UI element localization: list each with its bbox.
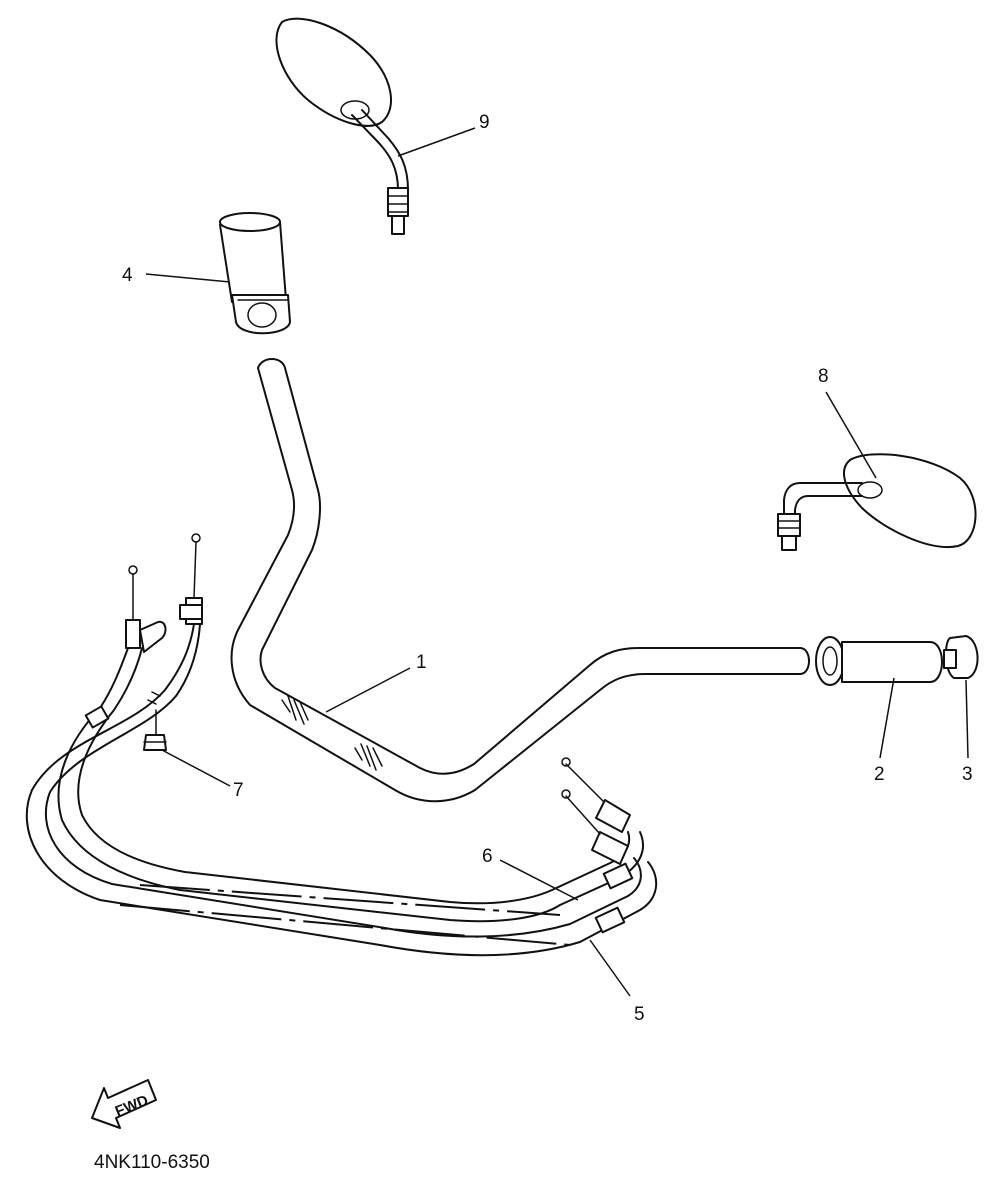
throttle-cable-part-5[interactable]	[25, 604, 658, 957]
mirror-left-part-9[interactable]	[275, 17, 409, 235]
callout-4: 4	[122, 265, 133, 286]
mirror-right-part-8[interactable]	[777, 453, 977, 551]
grip-end-part-3[interactable]	[943, 635, 979, 679]
drawing-code: 4NK110-6350	[94, 1152, 210, 1173]
leader-lines	[145, 127, 969, 997]
cable-ends-left	[125, 533, 203, 653]
grip-right-part-2[interactable]	[815, 636, 943, 686]
fwd-arrow-icon: FWD	[91, 1079, 157, 1129]
callout-5: 5	[634, 1004, 645, 1025]
callout-3: 3	[962, 764, 973, 785]
handlebar-part-1[interactable]	[230, 358, 810, 803]
callout-2: 2	[874, 764, 885, 785]
callout-8: 8	[818, 366, 829, 387]
callout-9: 9	[479, 112, 490, 133]
callout-6: 6	[482, 846, 493, 867]
grip-left-part-4[interactable]	[219, 212, 291, 335]
callout-7: 7	[233, 780, 244, 801]
throttle-cable-part-6[interactable]	[57, 647, 644, 923]
callout-1: 1	[416, 652, 427, 673]
